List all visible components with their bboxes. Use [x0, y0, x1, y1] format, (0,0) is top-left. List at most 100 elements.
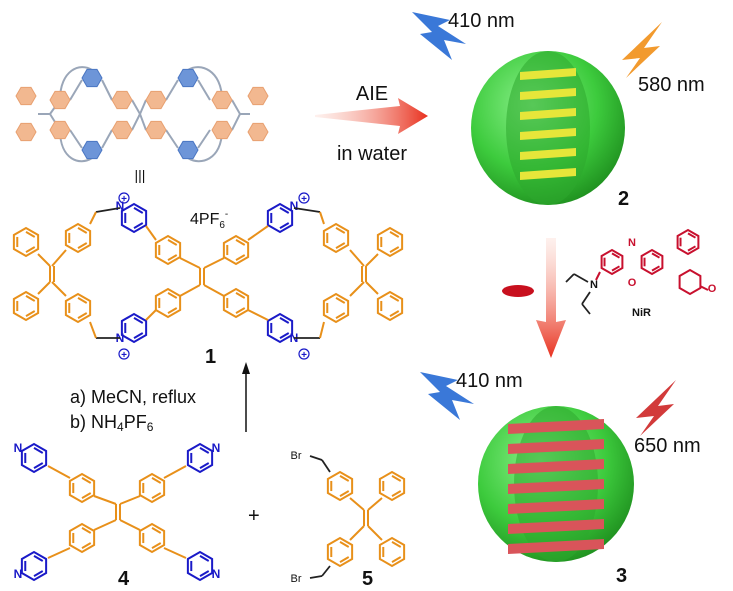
compound-1-label: 1 [205, 346, 216, 368]
benzene-ring [326, 536, 354, 568]
double-bond [279, 332, 290, 339]
yellow-stripe [520, 128, 576, 140]
cartoon-link [131, 99, 141, 115]
orange-hexagon [49, 120, 71, 140]
bromine-atom: Br [291, 450, 302, 462]
bond [93, 519, 117, 531]
double-bond [81, 492, 92, 499]
positive-charge: + [121, 194, 127, 205]
bond [37, 253, 51, 267]
benzene-ring [378, 470, 406, 502]
blue-hexagon [177, 140, 199, 160]
double-bond [687, 232, 696, 239]
bond [145, 309, 157, 321]
double-bond [335, 227, 346, 234]
bond [93, 495, 117, 505]
double-bond [33, 570, 44, 577]
double-bond [25, 231, 36, 238]
oxygen-atom: O [628, 277, 637, 289]
double-bond [81, 527, 92, 534]
double-bond [391, 541, 402, 548]
double-bond [77, 312, 88, 319]
double-bond [25, 246, 36, 253]
nitrogen-atom: N [14, 567, 23, 581]
double-bond [199, 462, 210, 469]
double-bond [279, 207, 290, 214]
benzene-ring [68, 522, 96, 554]
bond [179, 284, 201, 297]
double-bond [235, 254, 246, 261]
stripes-yellow [520, 68, 576, 180]
bond [349, 525, 365, 541]
bond [247, 309, 269, 321]
aie-arrow [315, 98, 428, 134]
red-stripe [508, 419, 604, 434]
double-bond [235, 307, 246, 314]
benzene-ring [64, 222, 92, 254]
benzene-ring [376, 226, 404, 258]
compound-4-label: 4 [118, 568, 130, 590]
double-bond [167, 254, 178, 261]
lightning-bolt-icon [622, 22, 662, 78]
cartoon-link [69, 129, 83, 149]
bond [581, 291, 591, 305]
nanoparticle-3 [478, 406, 634, 562]
double-bond [391, 556, 402, 563]
orange-hexagon [247, 86, 269, 106]
nitrogen-atom: N [290, 199, 299, 213]
red-stripe [508, 539, 604, 554]
double-bond [389, 246, 400, 253]
double-bond [167, 292, 178, 299]
bond [163, 465, 187, 479]
red-stripe [508, 439, 604, 454]
double-bond [339, 541, 350, 548]
aie-label: AIE [356, 83, 388, 105]
bond [179, 257, 201, 269]
double-bond [167, 307, 178, 314]
orange-hexagon [111, 120, 133, 140]
bond [119, 495, 141, 505]
bond [365, 281, 379, 295]
bond [321, 565, 331, 577]
double-bond [391, 490, 402, 497]
double-bond [33, 555, 44, 562]
bond [565, 273, 575, 283]
double-bond [335, 312, 346, 319]
nir-dye-capsule [502, 285, 534, 297]
cartoon-link [139, 113, 147, 131]
double-bond [611, 252, 620, 259]
orange-hexagon [111, 90, 133, 110]
counterion-label: 4PF6- [190, 209, 228, 231]
orange-hexagon [15, 86, 37, 106]
cartoon-link [131, 113, 141, 131]
double-bond [77, 227, 88, 234]
compound-1-structure: N+N+N+N+ [12, 192, 404, 361]
benzene-ring [640, 248, 664, 276]
double-bond [25, 295, 36, 302]
double-bond [279, 222, 290, 229]
amine-nitrogen: N [590, 279, 598, 291]
benzene-ring [186, 550, 214, 582]
benzene-ring [378, 536, 406, 568]
bond [349, 249, 365, 267]
cartoon-link [231, 99, 241, 115]
bond [349, 497, 365, 511]
lightning-bolt-icon [420, 372, 474, 420]
bond [573, 273, 589, 283]
benzene-ring [20, 550, 48, 582]
benzene-ring [12, 290, 40, 322]
bond [367, 525, 383, 541]
bond [309, 575, 323, 579]
double-bond [25, 310, 36, 317]
lightning-bolt-icon [636, 380, 676, 436]
cartoon-link [197, 129, 211, 149]
compound-3-label: 3 [616, 565, 627, 587]
double-bond [335, 297, 346, 304]
positive-charge-circle [298, 348, 310, 360]
double-bond [335, 242, 346, 249]
bond [203, 257, 225, 269]
double-bond [167, 239, 178, 246]
